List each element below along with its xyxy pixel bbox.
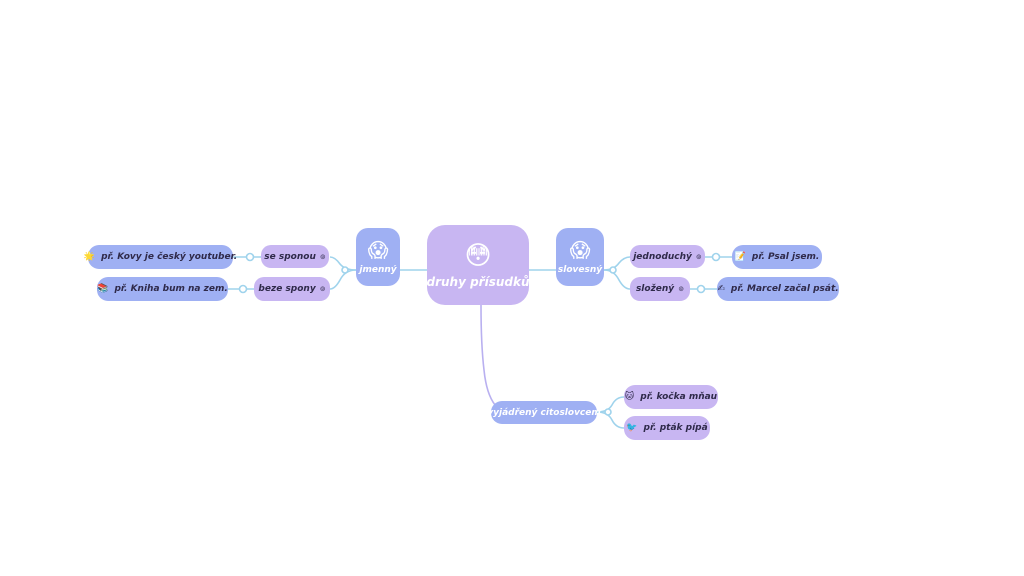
link-mark-icon: ⊚	[678, 285, 685, 293]
node-citoslovce[interactable]: vyjádřený citoslovcem	[487, 401, 601, 424]
node-example-marcel[interactable]: ✍ př. Marcel začal psát.	[717, 277, 839, 301]
node-slovesny[interactable]: 😱 slovesný	[556, 228, 604, 286]
cat-icon: 🐱	[624, 392, 635, 402]
link-slovesny-slozeny	[603, 269, 631, 290]
screaming-face-icon: 😱	[367, 238, 389, 262]
node-se-sponou-label: se sponou	[264, 251, 316, 262]
central-label: druhy přísudků	[426, 275, 530, 289]
node-se-sponou[interactable]: se sponou ⊚	[261, 245, 329, 268]
link-citoslovce-ptak	[596, 411, 625, 429]
star-icon: 🌟	[83, 252, 96, 262]
bird-icon: 🐦	[626, 423, 638, 433]
node-example-kocka[interactable]: 🐱 př. kočka mňau	[624, 385, 718, 409]
node-example-kniha-label: př. Kniha bum na zem.	[114, 284, 228, 294]
node-jmenny[interactable]: 😱 jmenný	[356, 228, 400, 286]
link-jmenny-beze-spony	[329, 269, 357, 290]
writing-hand-icon: ✍	[717, 284, 725, 294]
link-mark-icon: ⊚	[319, 252, 326, 261]
link-slovesny-jednoduchy	[603, 256, 631, 271]
node-jmenny-label: jmenný	[359, 265, 397, 275]
node-example-kocka-label: př. kočka mňau	[640, 392, 718, 402]
node-citoslovce-label: vyjádřený citoslovcem	[487, 407, 601, 418]
node-example-kniha[interactable]: 📚 př. Kniha bum na zem.	[97, 277, 228, 301]
node-slozeny[interactable]: složený ⊚	[630, 277, 690, 301]
node-example-psal[interactable]: 📝 př. Psal jsem.	[732, 245, 822, 269]
screaming-face-icon: 😱	[569, 238, 591, 262]
node-example-kovy[interactable]: 🌟 př. Kovy je český youtuber.	[84, 245, 237, 269]
node-jednoduchy-label: jednoduchý	[633, 251, 692, 262]
link-mark-icon: ⊚	[319, 285, 326, 293]
memo-icon: 📝	[734, 252, 746, 262]
flushed-face-icon: 😳	[464, 241, 492, 271]
node-slovesny-label: slovesný	[557, 265, 603, 275]
node-beze-spony-label: beze spony	[258, 284, 316, 294]
node-jednoduchy[interactable]: jednoduchý ⊚	[630, 245, 705, 268]
node-beze-spony[interactable]: beze spony ⊚	[254, 277, 330, 301]
link-citoslovce-kocka	[596, 396, 625, 413]
link-mark-icon: ⊚	[695, 252, 702, 261]
link-central-citoslovce	[480, 304, 501, 411]
node-example-marcel-label: př. Marcel začal psát.	[730, 284, 839, 294]
node-example-ptak-label: př. pták pípá	[643, 423, 708, 433]
node-example-ptak[interactable]: 🐦 př. pták pípá	[624, 416, 710, 440]
central-node[interactable]: 😳 druhy přísudků	[426, 225, 530, 305]
node-slozeny-label: složený	[635, 284, 675, 294]
node-example-kovy-label: př. Kovy je český youtuber.	[101, 252, 238, 262]
books-icon: 📚	[97, 284, 109, 294]
link-jmenny-se-sponou	[329, 256, 357, 271]
node-example-psal-label: př. Psal jsem.	[751, 252, 820, 262]
